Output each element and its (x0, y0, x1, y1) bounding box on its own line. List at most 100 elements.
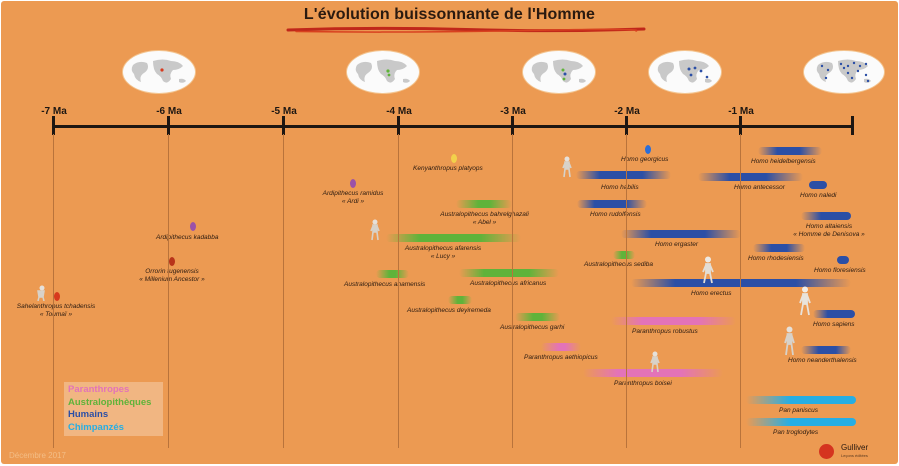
publisher-logo: Gulliver Leçons éditées (819, 442, 889, 462)
axis-gridline (53, 134, 54, 448)
axis-tick (511, 116, 514, 135)
axis-gridline (168, 134, 169, 448)
page-title: L'évolution buissonnante de l'Homme (303, 6, 596, 23)
species-label: Ardipithecus ramidus« Ardi » (322, 190, 384, 205)
species-bar (577, 200, 647, 208)
species-marker (190, 222, 196, 231)
axis-gridline (626, 134, 627, 448)
species-bar (541, 343, 581, 351)
axis-tick (397, 116, 400, 135)
species-label: Kenyanthropus platyops (413, 165, 483, 172)
axis-tick (282, 116, 285, 135)
hominin-figure-icon (784, 326, 795, 356)
axis-tick (625, 116, 628, 135)
hominin-figure-icon (370, 219, 380, 241)
world-map-icon (123, 51, 195, 93)
species-label: Australopithecus bahrelghazali« Abel » (440, 211, 529, 226)
species-bar (746, 396, 856, 404)
species-bar (801, 346, 851, 354)
species-label: Australopithecus africanus (470, 280, 547, 287)
logo-tagline: Leçons éditées (841, 453, 868, 458)
species-bar (801, 212, 851, 220)
species-bar (613, 251, 635, 259)
species-bar (576, 171, 671, 179)
species-label: Homo floresiensis (814, 267, 866, 274)
axis-tick-label: -3 Ma (500, 106, 526, 117)
species-label: Homo georgicus (621, 156, 669, 163)
world-map-icon (804, 51, 884, 93)
axis-tick-label: -4 Ma (386, 106, 412, 117)
title-underline (286, 26, 646, 33)
footnote-date: Décembre 2017 (9, 451, 66, 460)
species-bar (837, 256, 849, 264)
species-label: Paranthropus aethiopicus (524, 354, 598, 361)
species-bar (698, 173, 803, 181)
legend: Paranthropes Australopithèques Humains C… (64, 382, 163, 436)
species-label: Paranthropus robustus (632, 328, 698, 335)
species-label: Ardipithecus kadabba (156, 234, 219, 241)
legend-item: Humains (68, 409, 109, 420)
axis-tick (739, 116, 742, 135)
axis-tick (167, 116, 170, 135)
species-bar (746, 418, 856, 426)
species-label: Orrorin tugenensis« Millenium Ancestor » (139, 268, 205, 283)
axis-gridline (740, 134, 741, 448)
species-bar (809, 181, 827, 189)
species-bar (611, 317, 736, 325)
world-map-icon (523, 51, 595, 93)
hominin-figure-icon (702, 256, 714, 284)
legend-item: Chimpanzés (68, 421, 124, 433)
species-label: Homo sapiens (813, 321, 855, 328)
hominin-figure-icon (562, 156, 572, 178)
axis-tick (52, 116, 55, 135)
world-map-icon (347, 51, 419, 93)
species-bar (583, 369, 723, 377)
axis-tick-label: -2 Ma (614, 106, 640, 117)
axis-gridline (398, 134, 399, 448)
hominin-figure-icon (799, 286, 811, 316)
species-bar (753, 244, 805, 252)
world-map-icon (649, 51, 721, 93)
species-bar (376, 270, 409, 278)
species-marker (350, 179, 356, 188)
species-label: Australopithecus anamensis (344, 281, 426, 288)
species-label: Homo neanderthalensis (788, 357, 857, 364)
species-label: Homo rhodesiensis (748, 255, 804, 262)
species-bar (456, 200, 512, 208)
hominin-figure-icon (650, 351, 660, 373)
species-bar (386, 234, 521, 242)
axis-tick-label: -5 Ma (271, 106, 297, 117)
species-bar (621, 230, 741, 238)
time-axis (53, 125, 853, 128)
species-bar (459, 269, 559, 277)
species-label: Homo habilis (601, 184, 639, 191)
axis-tick (851, 116, 854, 135)
species-marker (645, 145, 651, 154)
logo-icon (819, 444, 834, 459)
species-label: Australopithecus deyiremeda (407, 307, 491, 314)
species-bar (631, 279, 851, 287)
axis-gridline (512, 134, 513, 448)
species-label: Homo heidelbergensis (751, 158, 816, 165)
species-label: Paranthropus boisei (614, 380, 672, 387)
species-label: Australopithecus sediba (584, 261, 654, 268)
species-label: Homo naledi (800, 192, 837, 199)
axis-tick-label: -7 Ma (41, 106, 67, 117)
species-label: Pan troglodytes (773, 429, 819, 436)
species-bar (758, 147, 822, 155)
species-label: Homo antecessor (734, 184, 785, 191)
species-label: Homo altaiensis« Homme de Denisova » (793, 223, 865, 238)
species-label: Homo ergaster (655, 241, 698, 248)
species-label: Australopithecus afarensis« Lucy » (404, 245, 482, 260)
axis-gridline (283, 134, 284, 448)
legend-item: Australopithèques (68, 396, 152, 408)
logo-name: Gulliver (841, 443, 869, 452)
species-label: Australopithecus garhi (500, 324, 565, 331)
species-label: Sahelanthropus tchadensis« Toumaï » (16, 303, 96, 318)
species-bar (813, 310, 855, 318)
legend-item: Paranthropes (68, 384, 130, 395)
species-bar (448, 296, 472, 304)
species-bar (515, 313, 560, 321)
species-label: Pan paniscus (779, 407, 819, 414)
